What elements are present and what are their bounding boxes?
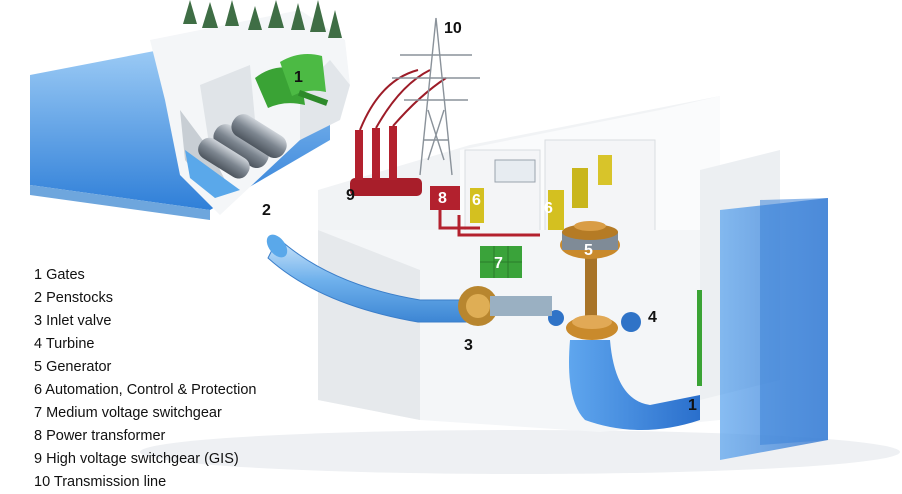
legend-item: 8 Power transformer	[34, 428, 166, 444]
inlet-valve	[458, 286, 552, 326]
callout-automation-left: 6	[472, 192, 481, 209]
legend-item: 4 Turbine	[34, 336, 95, 352]
legend-item: 7 Medium voltage switchgear	[34, 405, 222, 421]
callout-transmission: 10	[444, 20, 462, 37]
automation-cabinets	[470, 155, 612, 230]
legend-item: 10 Transmission line	[34, 474, 167, 490]
legend-item: 2 Penstocks	[34, 290, 113, 306]
callout-hv-switchgear: 9	[346, 187, 355, 204]
turbine-generator-unit	[560, 221, 620, 340]
callout-transformer: 8	[438, 190, 447, 207]
callout-inlet-valve: 3	[464, 337, 473, 354]
dam-block	[30, 0, 350, 220]
mv-switchgear	[480, 246, 522, 278]
callout-automation-right: 6	[544, 200, 553, 217]
hv-equipment	[350, 69, 540, 237]
callout-turbine: 4	[648, 309, 657, 326]
callout-mv-switchgear: 7	[494, 255, 503, 272]
legend-item: 1 Gates	[34, 267, 85, 283]
legend-item: 6 Automation, Control & Protection	[34, 382, 257, 398]
callout-gates-top: 1	[294, 69, 303, 86]
ground-shadow	[140, 430, 900, 474]
callout-generator: 5	[584, 242, 593, 259]
callout-penstocks: 2	[262, 202, 271, 219]
legend: 1 Gates 2 Penstocks 3 Inlet valve 4 Turb…	[34, 264, 256, 494]
callout-gates-bottom: 1	[688, 397, 697, 414]
gates-structure	[255, 54, 329, 108]
legend-item: 9 High voltage switchgear (GIS)	[34, 451, 239, 467]
trees	[183, 0, 342, 38]
transmission-tower	[392, 17, 480, 176]
intake-pipes	[198, 114, 287, 179]
legend-item: 3 Inlet valve	[34, 313, 112, 329]
legend-item: 5 Generator	[34, 359, 112, 375]
